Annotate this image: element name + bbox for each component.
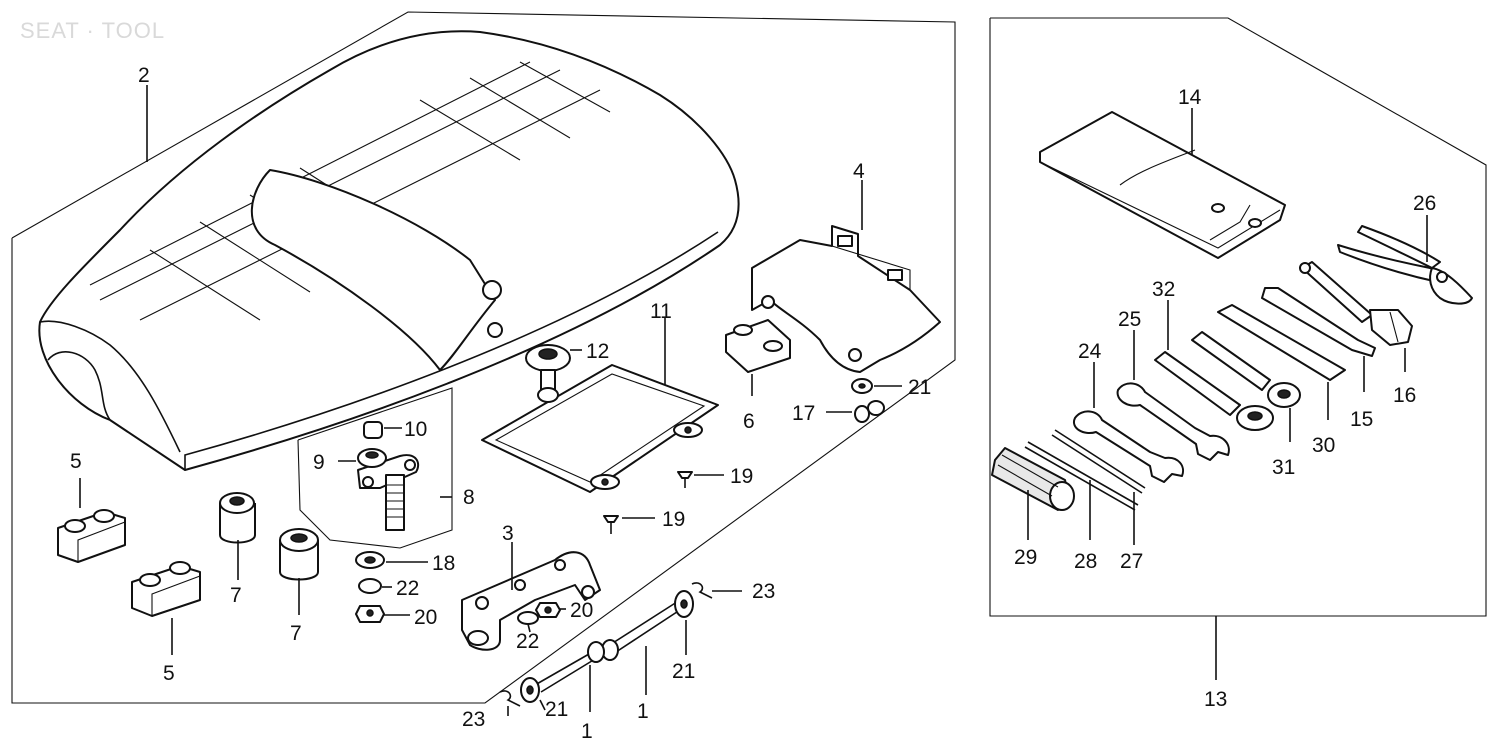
callout-11: 11 [650, 300, 672, 323]
diagram-title: SEAT · TOOL [20, 18, 165, 43]
callout-24: 24 [1078, 340, 1102, 363]
washer-21a[interactable] [851, 378, 873, 394]
wrench-25[interactable] [1116, 382, 1230, 461]
seat-assy[interactable] [38, 30, 740, 471]
callout-21c: 21 [545, 698, 568, 721]
callout-30: 30 [1312, 434, 1335, 457]
callout-32: 32 [1152, 278, 1175, 301]
handle-30[interactable] [1217, 304, 1346, 381]
callout-1a: 1 [637, 700, 649, 723]
callout-9: 9 [313, 451, 325, 474]
tool-bag[interactable] [1039, 111, 1286, 259]
nut-20a[interactable] [355, 605, 385, 623]
callout-28: 28 [1074, 550, 1097, 573]
cotter-pin-23b[interactable] [499, 690, 521, 707]
callout-5a: 5 [70, 450, 82, 473]
callout-19b: 19 [662, 508, 685, 531]
screw-19a[interactable] [677, 471, 693, 488]
callout-7b: 7 [290, 622, 302, 645]
tray-grommet[interactable] [525, 344, 571, 403]
callout-25: 25 [1118, 308, 1141, 331]
washer-18[interactable] [355, 551, 385, 569]
clip-17[interactable] [854, 400, 885, 423]
callout-17: 17 [792, 402, 815, 425]
lock-washer-22b[interactable] [517, 611, 539, 625]
callout-12: 12 [586, 340, 609, 363]
bracket-rubber[interactable] [725, 319, 791, 373]
washer-21b[interactable] [674, 590, 694, 618]
callout-29: 29 [1014, 546, 1037, 569]
nut-20b[interactable] [535, 602, 561, 618]
callout-26: 26 [1413, 192, 1436, 215]
hinge-pin-a[interactable] [601, 599, 687, 661]
screwdriver-28[interactable] [1024, 441, 1139, 511]
wrench-24[interactable] [1072, 410, 1184, 483]
seat-lock-group-border [297, 387, 453, 549]
callout-5b: 5 [163, 662, 175, 685]
seat-bracket[interactable] [751, 225, 941, 373]
screwdriver-27[interactable] [1051, 429, 1146, 494]
callout-1b: 1 [581, 720, 593, 743]
seat-rubber-left-upper[interactable] [57, 509, 126, 563]
seat-cushion-b[interactable] [279, 528, 319, 581]
screw-19b[interactable] [603, 515, 619, 534]
callout-13: 13 [1204, 688, 1227, 711]
seat-lock[interactable] [357, 454, 420, 531]
tray[interactable] [481, 364, 719, 493]
callout-16: 16 [1393, 384, 1416, 407]
screwdriver-grip[interactable] [991, 447, 1075, 511]
callout-10: 10 [404, 418, 427, 441]
callout-20b: 20 [570, 599, 593, 622]
callout-23b: 23 [462, 708, 485, 731]
callout-31: 31 [1272, 456, 1295, 479]
callout-2: 2 [138, 64, 150, 87]
callout-3: 3 [502, 522, 514, 545]
seat-rubber-left-lower[interactable] [131, 561, 201, 617]
callout-18: 18 [432, 552, 455, 575]
callout-21b: 21 [672, 660, 695, 683]
bar-15[interactable] [1261, 287, 1376, 357]
callout-20a: 20 [414, 606, 437, 629]
lock-washer-22a[interactable] [358, 578, 382, 594]
callout-15: 15 [1350, 408, 1373, 431]
callout-6: 6 [743, 410, 755, 433]
lock-cap[interactable] [363, 421, 383, 439]
callout-4: 4 [853, 160, 865, 183]
washer-21c[interactable] [520, 677, 540, 703]
hinge-pin-b[interactable] [534, 641, 605, 693]
callout-7a: 7 [230, 584, 242, 607]
pliers[interactable] [1337, 225, 1473, 305]
cotter-pin-23a[interactable] [691, 582, 713, 599]
seat-cushion-a[interactable] [219, 492, 256, 544]
callout-22a: 22 [396, 577, 419, 600]
lock-collar[interactable] [357, 448, 387, 468]
callout-22b: 22 [516, 630, 539, 653]
seat-group-border [11, 11, 956, 704]
callout-14: 14 [1178, 86, 1202, 109]
callout-23a: 23 [752, 580, 775, 603]
callout-19a: 19 [730, 465, 753, 488]
plug-wrench[interactable] [1299, 261, 1413, 346]
callout-21a: 21 [908, 376, 931, 399]
tool-set-group-border [989, 17, 1487, 617]
callout-8: 8 [463, 486, 475, 509]
hinge-bracket[interactable] [461, 551, 601, 651]
wrench-32[interactable] [1154, 351, 1274, 431]
callout-27: 27 [1120, 550, 1143, 573]
ring-wrench[interactable] [1191, 331, 1301, 408]
